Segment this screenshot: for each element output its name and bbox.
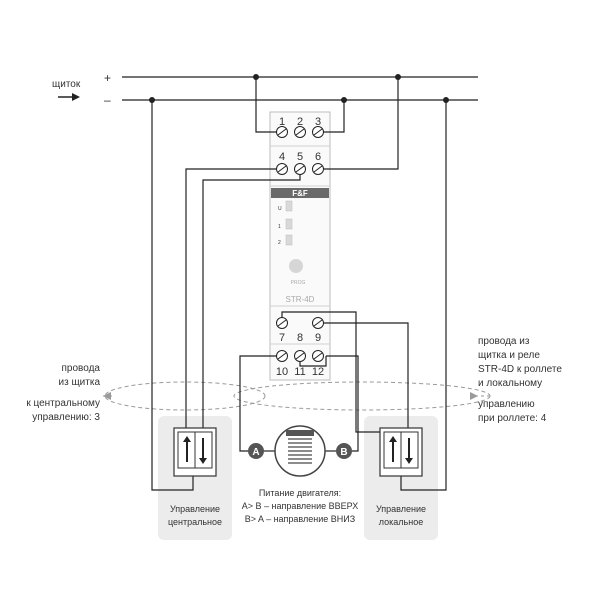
right-bundle-arrow-icon [470,392,478,400]
right-note-line-4: и локальному [478,378,542,389]
right-note-line-3: STR-4D к роллете [478,364,562,375]
terminal-number-3: 3 [315,116,321,128]
left-note-line-1: провода [62,363,101,374]
terminal-number-11: 11 [294,366,305,378]
central-switch-label-1: Управление [170,504,220,514]
terminal-number-5: 5 [297,151,303,163]
junction-dot [443,97,449,103]
right-note-line-1: провода из [478,336,530,347]
junction-dot [149,97,155,103]
prog-button [289,259,303,273]
junction-dot [395,74,401,80]
minus-label: – [104,93,111,107]
local-switch-label-2: локальное [379,517,423,527]
left-bundle-arrow-icon [103,392,111,400]
local-switch-up-down-icon [389,436,413,464]
device-brand: F&F [292,189,308,198]
left-note-line-3: к центральному [26,398,100,409]
left-note-line-2: из щитка [59,377,101,388]
wire-t6-plus [318,77,399,170]
plus-label: + [104,71,111,85]
motor-terminal-b [336,443,352,459]
right-cable-bundle [233,381,491,411]
motor-direction-up: A> B – направление ВВЕРХ [242,501,359,511]
wire-t12-motor-b [326,355,359,452]
wire-minus-local-switch [400,100,447,491]
right-note-line-2: щитка и реле [478,350,540,361]
terminal-number-6: 6 [315,151,321,163]
shutter-box [286,430,314,436]
led-label-u: U [278,206,282,212]
supply-label: щиток [52,79,81,90]
right-note-line-5: управлению [478,399,535,410]
wire-t10-motor-a [239,355,282,452]
wire-t4-central-switch [185,168,282,432]
junction-dot [341,97,347,103]
terminal-number-1: 1 [279,116,285,128]
local-switch-label-1: Управление [376,504,426,514]
led-u-indicator [285,200,293,212]
motor-title: Питание двигателя: [259,488,341,498]
left-cable-bundle [104,381,266,411]
wire-t1-plus [255,77,282,133]
led-1-indicator [285,218,293,230]
device-body [269,111,331,381]
central-switch-up-down-icon [183,436,207,464]
supply-arrow-icon [72,93,80,101]
prog-label: PROG [291,280,306,286]
wire-t3-minus [318,100,345,133]
junction-dot [253,74,259,80]
brand-strip [271,188,329,198]
motor-terminal-a [248,443,264,459]
motor-direction-down: B> A – направление ВНИЗ [245,514,355,524]
motor-terminal-b-label: B [340,447,347,458]
shutter-slats [288,438,312,464]
motor-terminal-a-label: A [252,447,259,458]
terminal-number-2: 2 [297,116,303,128]
terminal-number-7: 7 [279,332,285,344]
terminal-number-4: 4 [279,151,285,163]
central-switch-label-2: центральное [168,517,222,527]
right-note-line-6: при роллете: 4 [478,413,547,424]
left-note-line-4: управлению: 3 [32,412,100,423]
terminal-number-9: 9 [315,332,321,344]
led-2-indicator [285,234,293,246]
wire-minus-central-switch [151,100,194,491]
terminal-number-8: 8 [297,332,303,344]
terminal-number-10: 10 [276,366,288,378]
device-model: STR-4D [286,295,315,304]
wire-t7-local-switch [281,311,392,433]
wire-t9-local-switch [318,322,409,432]
led-label-1: 1 [278,224,281,230]
led-label-2: 2 [278,240,281,246]
terminal-number-12: 12 [312,366,324,378]
